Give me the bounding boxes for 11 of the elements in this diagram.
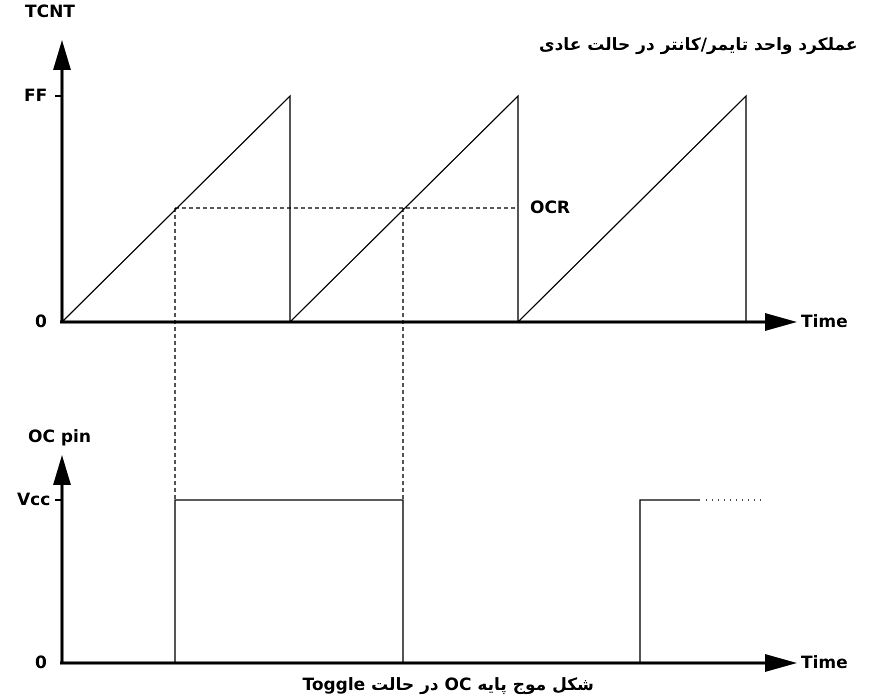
axis-title: OC pin	[28, 427, 91, 447]
axis-label: Time	[801, 653, 848, 673]
tick-label: 0	[35, 312, 47, 332]
tick-label: 0	[35, 653, 47, 673]
axis-label: Time	[801, 312, 848, 332]
figure-caption: شکل موج پایه OC در حالت Toggle	[302, 675, 594, 695]
tick-label: FF	[24, 86, 48, 106]
level-label: OCR	[530, 198, 570, 218]
plot-title: عملکرد واحد تایمر/کانتر در حالت عادی	[539, 35, 858, 55]
axis-title: TCNT	[25, 2, 75, 22]
tick-label: Vcc	[17, 490, 50, 510]
